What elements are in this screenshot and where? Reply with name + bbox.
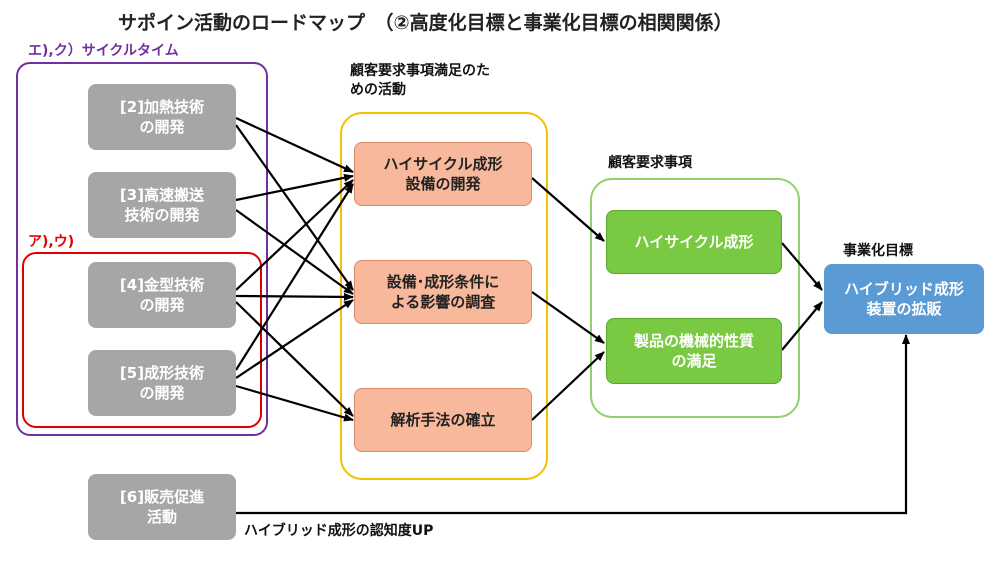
arrow-req2-to-goal bbox=[781, 301, 823, 351]
arrow-tech4-to-act1 bbox=[235, 179, 354, 291]
requirement-box-high-cycle: ハイサイクル成形 bbox=[606, 210, 782, 274]
requirements-group-frame bbox=[590, 178, 800, 418]
tech-box-sales: [6]販売促進 活動 bbox=[88, 474, 236, 540]
tech-box-mold: [4]金型技術 の開発 bbox=[88, 262, 236, 328]
group-label-activities: 顧客要求事項満足のた めの活動 bbox=[350, 63, 490, 98]
arrow-tech2-to-act1 bbox=[235, 117, 354, 173]
group-label-cycle-time: エ),ク）サイクルタイム bbox=[28, 43, 179, 59]
group-label-a-u: ア),ウ) bbox=[28, 234, 75, 250]
arrow-tech6-to-goal bbox=[236, 334, 910, 515]
goal-box-hybrid-forming-sales: ハイブリッド成形 装置の拡販 bbox=[824, 264, 984, 334]
arrow-act1-to-req1 bbox=[531, 177, 605, 242]
arrow-act3-to-req2 bbox=[531, 351, 605, 421]
arrow-tech4-to-act2 bbox=[235, 292, 354, 301]
diagram-title: サポイン活動のロードマップ （②高度化目標と事業化目標の相関関係） bbox=[118, 12, 733, 34]
bottom-arrow-label: ハイブリッド成形の認知度UP bbox=[244, 523, 434, 539]
arrow-req1-to-goal bbox=[781, 242, 823, 291]
activity-box-analysis-method: 解析手法の確立 bbox=[354, 388, 532, 452]
arrow-tech3-to-act1 bbox=[235, 173, 354, 202]
group-label-requirements: 顧客要求事項 bbox=[608, 155, 692, 171]
tech-box-heating: [2]加熱技術 の開発 bbox=[88, 84, 236, 150]
group-label-goal: 事業化目標 bbox=[843, 243, 913, 259]
tech-box-transport: [3]高速搬送 技術の開発 bbox=[88, 172, 236, 238]
arrow-tech4-to-act3 bbox=[235, 301, 354, 417]
requirement-box-mechanical: 製品の機械的性質 の満足 bbox=[606, 318, 782, 384]
activity-box-influence-study: 設備･成形条件に よる影響の調査 bbox=[354, 260, 532, 324]
cycle-time-group-frame bbox=[16, 62, 268, 436]
arrow-act2-to-req2 bbox=[531, 291, 605, 344]
arrow-tech2-to-act2 bbox=[235, 124, 354, 291]
arrow-tech3-to-act2 bbox=[235, 209, 354, 295]
arrow-tech5-to-act3 bbox=[235, 384, 354, 422]
activity-box-high-cycle-equipment: ハイサイクル成形 設備の開発 bbox=[354, 142, 532, 206]
a-u-group-frame bbox=[22, 252, 262, 428]
tech-box-forming: [5]成形技術 の開発 bbox=[88, 350, 236, 416]
arrow-tech5-to-act2 bbox=[235, 299, 354, 379]
arrow-tech5-to-act1 bbox=[235, 183, 354, 371]
